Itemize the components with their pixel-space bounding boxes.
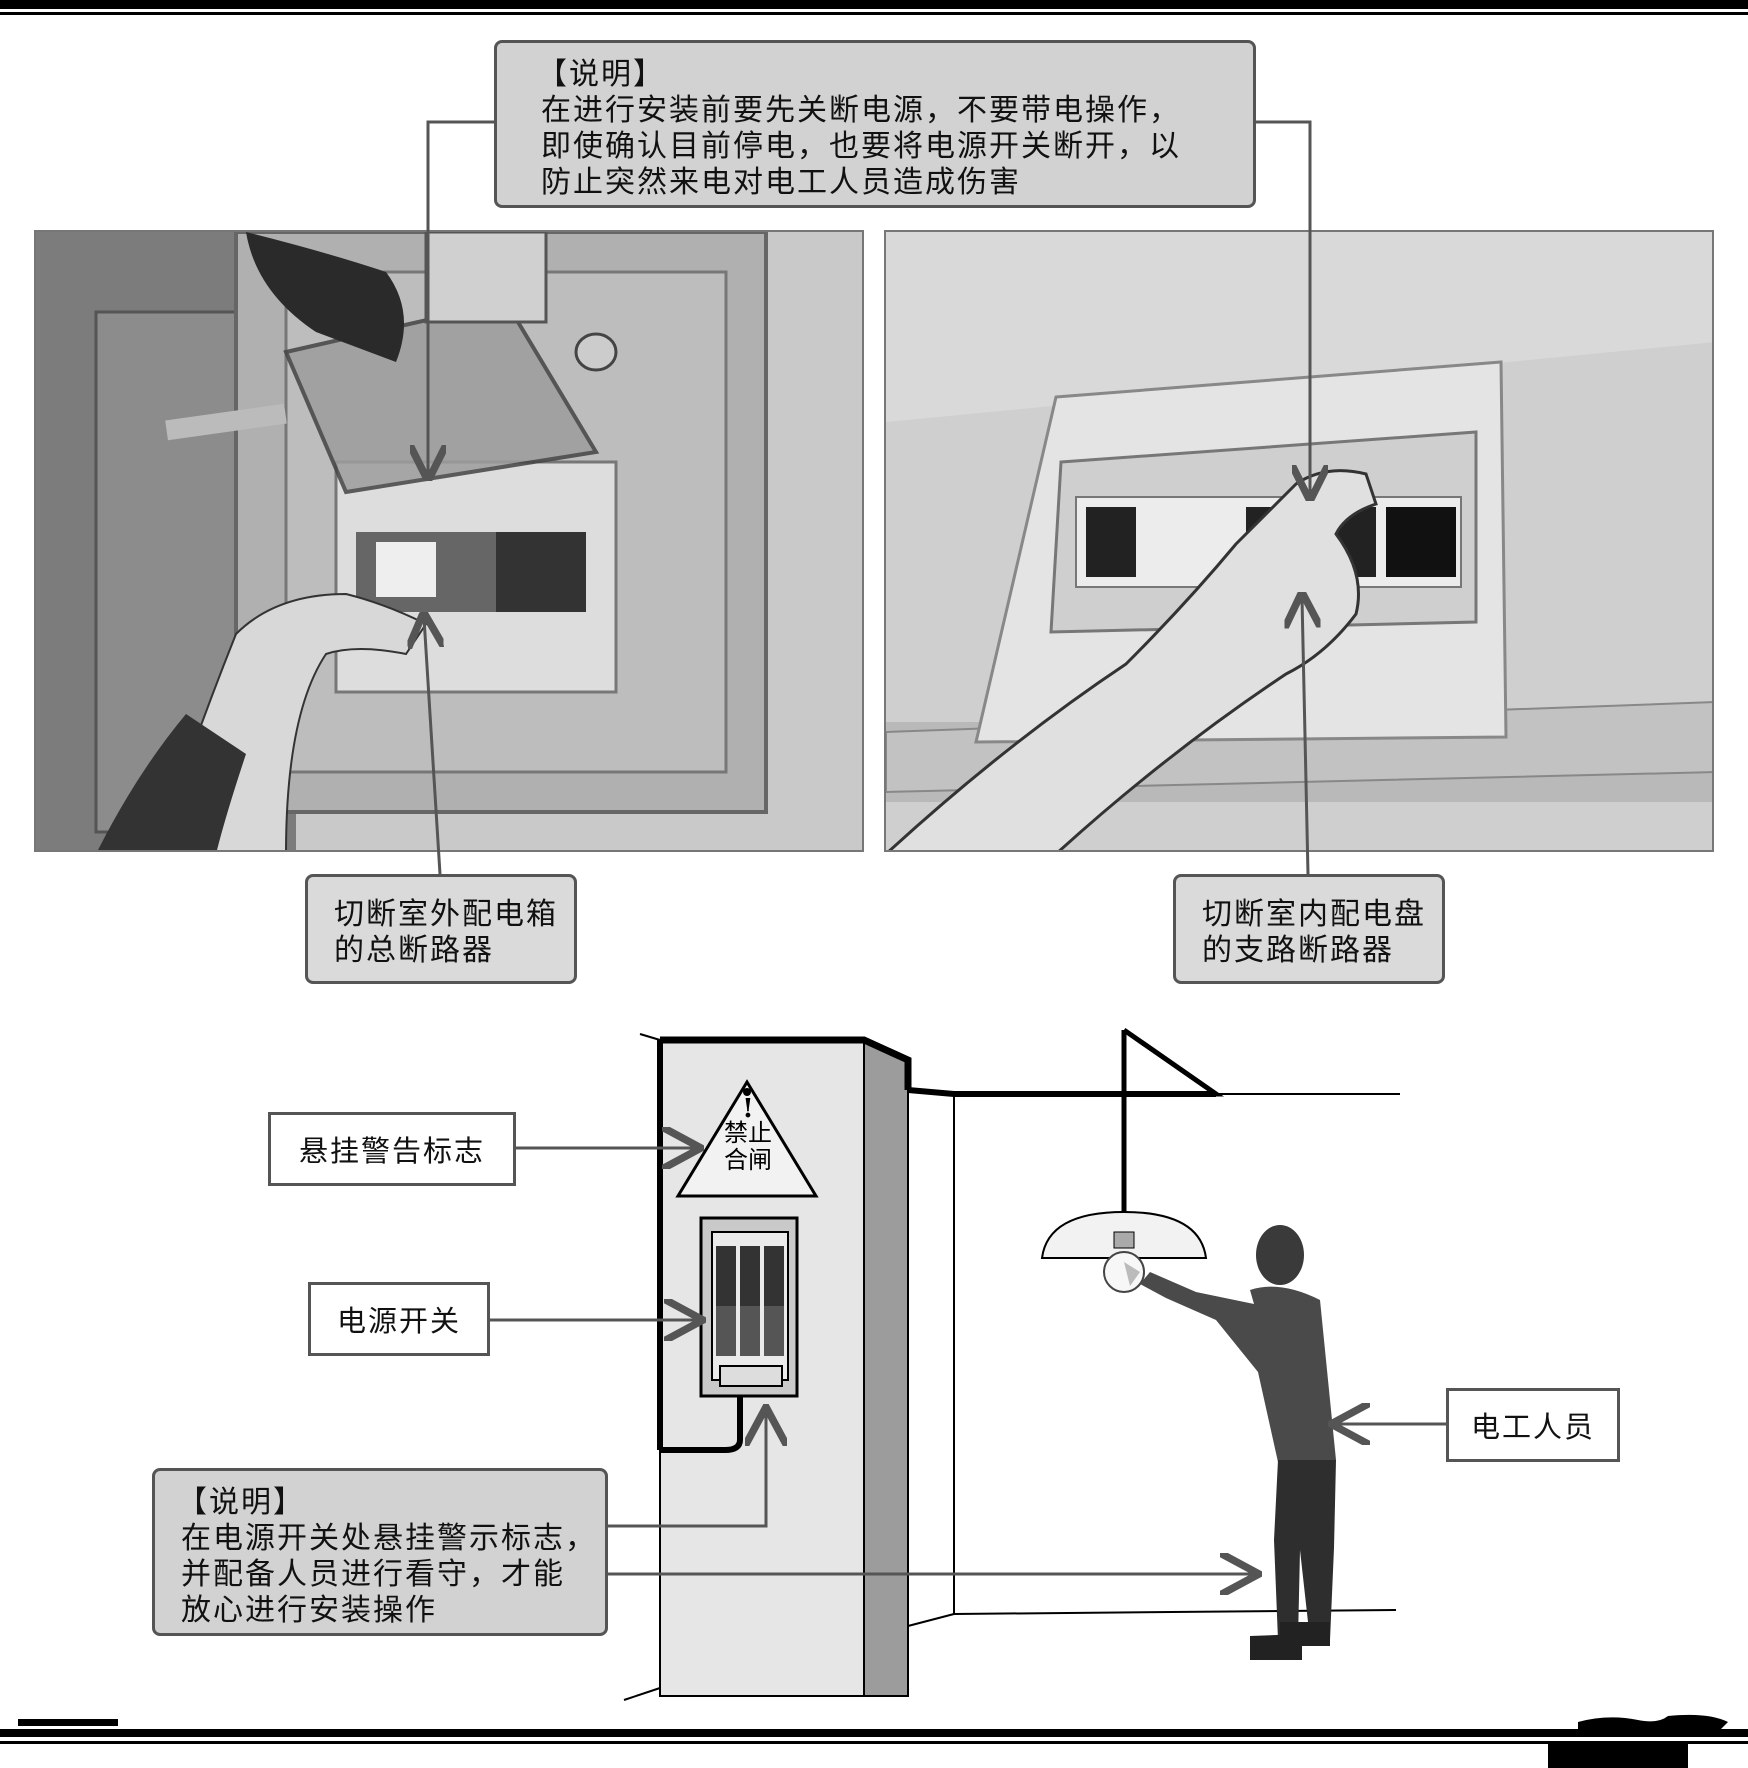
warning-sign-label: 悬挂警告标志 <box>268 1112 516 1186</box>
photo-outdoor-breaker-box <box>34 230 864 852</box>
electrician-figure <box>1124 1225 1336 1660</box>
power-switch-label: 电源开关 <box>308 1282 490 1356</box>
left-caption-line-1: 切断室外配电箱 <box>334 897 558 932</box>
bottom-note-line-1: 在电源开关处悬挂警示标志， <box>181 1521 597 1556</box>
right-photo-caption: 切断室内配电盘 的支路断路器 <box>1173 874 1445 984</box>
indoor-breaker-illustration <box>886 232 1712 850</box>
bottom-note-callout: 【说明】 在电源开关处悬挂警示标志， 并配备人员进行看守，才能 放心进行安装操作 <box>152 1468 608 1636</box>
top-connector-arrows <box>0 120 1748 875</box>
electrician-label: 电工人员 <box>1446 1388 1620 1462</box>
outdoor-breaker-illustration <box>36 232 862 850</box>
power-switch <box>660 1216 799 1453</box>
sign-line-1: 禁止 <box>724 1119 772 1147</box>
bottom-note-heading: 【说明】 <box>177 1485 305 1520</box>
right-caption-line-1: 切断室内配电盘 <box>1202 897 1426 932</box>
sign-line-2: 合闸 <box>724 1146 772 1174</box>
top-note-line-3: 防止突然来电对电工人员造成伤害 <box>541 165 1021 200</box>
bottom-note-line-3: 放心进行安装操作 <box>181 1593 437 1628</box>
ceiling-lamp <box>1040 1210 1208 1293</box>
photo-indoor-breaker-panel <box>884 230 1714 852</box>
top-note-line-1: 在进行安装前要先关断电源，不要带电操作， <box>541 93 1181 128</box>
bottom-note-line-2: 并配备人员进行看守，才能 <box>181 1557 565 1592</box>
right-caption-line-2: 的支路断路器 <box>1202 933 1394 968</box>
top-note-line-2: 即使确认目前停电，也要将电源开关断开，以 <box>541 129 1181 164</box>
sign-exclamation: ! <box>742 1094 754 1124</box>
top-note-heading: 【说明】 <box>537 57 665 92</box>
sign-text: ! 禁止 合闸 <box>718 1094 778 1174</box>
prohibit-closing-sign <box>675 1079 819 1198</box>
left-photo-caption: 切断室外配电箱 的总断路器 <box>305 874 577 984</box>
top-note-callout: 【说明】 在进行安装前要先关断电源，不要带电操作， 即使确认目前停电，也要将电源… <box>494 40 1256 208</box>
left-caption-line-2: 的总断路器 <box>334 933 494 968</box>
